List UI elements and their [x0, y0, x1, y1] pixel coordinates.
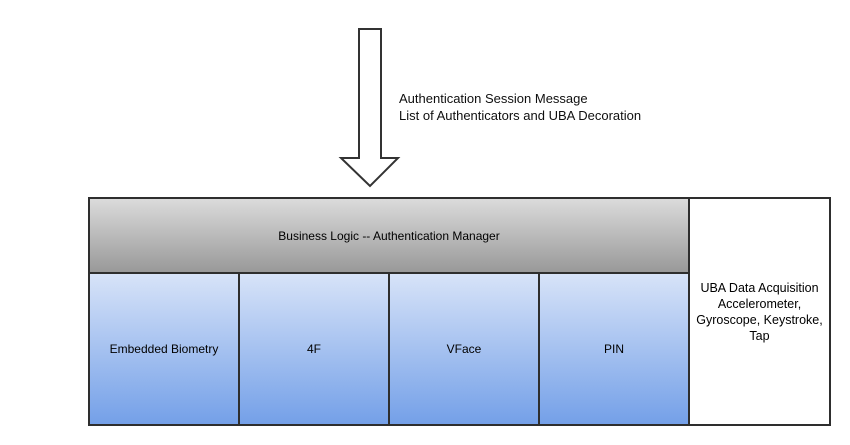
arrow-annotation: Authentication Session Message List of A…: [399, 90, 641, 124]
arrow-annotation-line1: Authentication Session Message: [399, 91, 588, 106]
authenticator-box-pin: PIN: [540, 274, 688, 424]
uba-label-line2: Accelerometer,: [717, 296, 802, 311]
authenticator-label: VFace: [446, 342, 482, 356]
business-logic-authentication-manager-label: Business Logic -- Authentication Manager: [278, 228, 500, 243]
business-logic-authentication-manager-box: Business Logic -- Authentication Manager: [90, 199, 688, 272]
down-arrow-icon: [338, 28, 401, 188]
authenticator-box-vface: VFace: [390, 274, 538, 424]
uba-label-line4: Tap: [749, 328, 770, 343]
uba-label-line3: Gyroscope, Keystroke,: [696, 312, 823, 327]
authenticator-label: Embedded Biometry: [109, 342, 219, 356]
authenticator-row: Embedded Biometry 4F VFace PIN: [90, 274, 688, 424]
uba-data-acquisition-box: UBA Data Acquisition Accelerometer, Gyro…: [690, 199, 829, 424]
authenticator-label: 4F: [306, 342, 321, 356]
arrow-annotation-line2: List of Authenticators and UBA Decoratio…: [399, 108, 642, 123]
authenticator-box-embedded-biometry: Embedded Biometry: [90, 274, 238, 424]
authenticator-box-4f: 4F: [240, 274, 388, 424]
manager-and-authenticators: Business Logic -- Authentication Manager…: [90, 199, 688, 424]
authenticator-label: PIN: [603, 342, 624, 356]
uba-label-line1: UBA Data Acquisition: [700, 280, 819, 295]
authentication-block-diagram: Business Logic -- Authentication Manager…: [88, 197, 831, 426]
